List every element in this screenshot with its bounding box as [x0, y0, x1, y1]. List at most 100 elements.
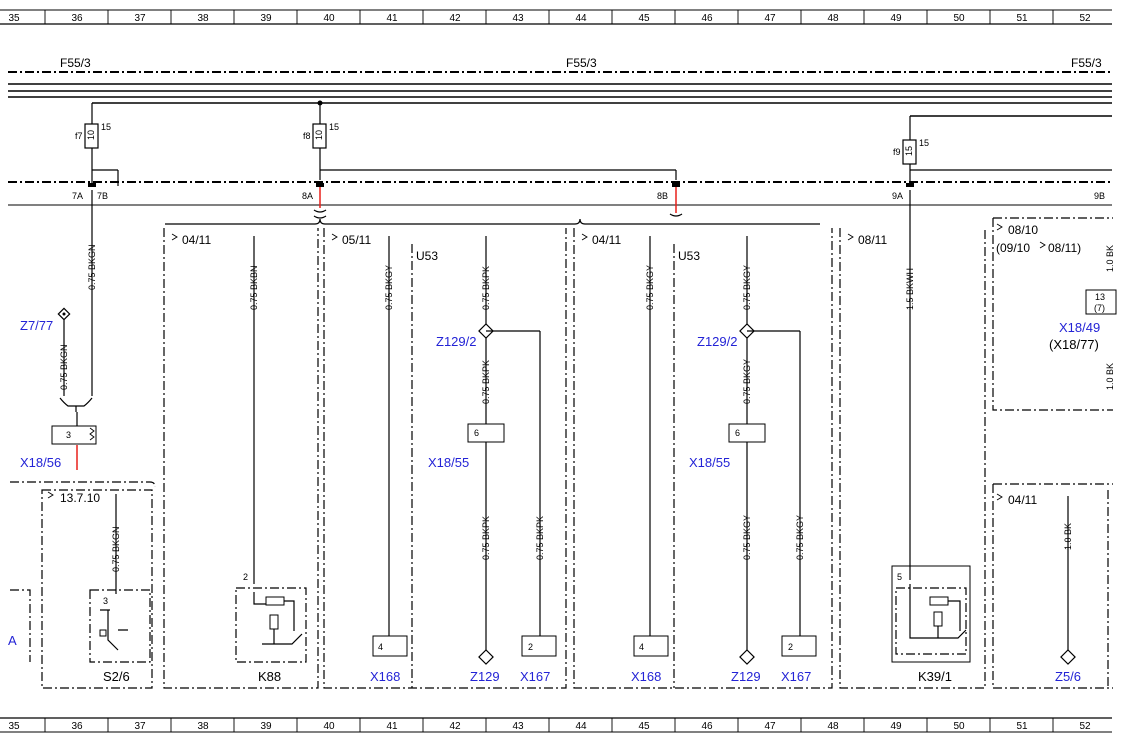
- wire-label: 1.0 BK: [1105, 245, 1115, 272]
- ruler-col: 43: [512, 13, 524, 24]
- ruler-col: 40: [323, 721, 335, 732]
- fuse-pin: 15: [329, 122, 339, 132]
- date-label: 04/11: [1008, 493, 1037, 507]
- pin-label: 5: [897, 572, 902, 582]
- x167-label: X167: [520, 669, 550, 684]
- ruler-col: 48: [827, 13, 839, 24]
- ruler-col: 35: [8, 721, 20, 732]
- s2-6-label: S2/6: [103, 669, 130, 684]
- ruler-col: 50: [953, 721, 965, 732]
- wire-label: 0.75 BKGY: [742, 359, 752, 404]
- ruler-col: 45: [638, 13, 650, 24]
- fuse-name: f7: [75, 131, 83, 141]
- wire-label: 0.75 BKPK: [481, 266, 491, 310]
- section-mid-left: 05/11 0.75 BKGY U53 4 X168 0.75 BKPK Z12…: [323, 228, 567, 689]
- ruler-col: 40: [323, 13, 335, 24]
- letter-a-label: A: [8, 633, 17, 648]
- pin-label: 4: [639, 642, 644, 652]
- date-label: 05/11: [342, 233, 371, 247]
- connector-strip: 7A 7B 8A 8B 9A 9B: [8, 181, 1112, 206]
- pin-label: 2: [788, 642, 793, 652]
- pin-label: 4: [378, 642, 383, 652]
- pin-label: 3: [66, 430, 71, 440]
- x18-49-label: X18/49: [1059, 320, 1100, 335]
- fuse-rating: 10: [86, 130, 96, 140]
- u53-label: U53: [416, 249, 438, 263]
- bus-label-left: F55/3: [60, 56, 91, 70]
- ruler-col: 39: [260, 13, 272, 24]
- date-label: 08/11): [1048, 241, 1081, 255]
- ruler-col: 52: [1079, 13, 1091, 24]
- ruler-col: 38: [197, 721, 209, 732]
- pin-label: 2: [243, 572, 248, 582]
- ruler-col: 36: [71, 721, 83, 732]
- wire-label: 0.75 BKPK: [535, 516, 545, 560]
- ruler-col: 47: [764, 13, 776, 24]
- z129-label: Z129: [470, 669, 500, 684]
- date-label: 04/11: [592, 233, 621, 247]
- connector-9b: 9B: [1094, 191, 1105, 201]
- wire-label: 0.75 BKGY: [795, 515, 805, 560]
- x168-label: X168: [631, 669, 661, 684]
- wire-label: 0.75 BKGY: [742, 265, 752, 310]
- wire-label: 0.75 BKGY: [742, 515, 752, 560]
- date-label: 13.7.10: [60, 491, 100, 505]
- section-right-bottom: 04/11 1.0 BK Z5/6: [992, 483, 1113, 689]
- date-label: (09/10: [996, 241, 1030, 255]
- x18-55-label: X18/55: [689, 455, 730, 470]
- red-wire-links: [76, 187, 677, 470]
- fuse-rating: 15: [904, 146, 914, 156]
- ruler-col: 41: [386, 721, 398, 732]
- ruler-col: 38: [197, 13, 209, 24]
- fuse-rating: 10: [314, 130, 324, 140]
- section-left: 0.75 BKGN Z7/77 0.75 BKGN 3 X18/56 13.7.…: [8, 190, 156, 689]
- ruler-col: 51: [1016, 13, 1028, 24]
- k88-label: K88: [258, 669, 281, 684]
- wire-label: 0.75 BKGN: [111, 526, 121, 572]
- fuse-name: f9: [893, 147, 901, 157]
- wire-label: 0.75 BKGN: [59, 344, 69, 390]
- ruler-col: 43: [512, 721, 524, 732]
- bottom-ruler: 35 36 37 38 39 40 41 42 43 44 45 46 47 4…: [0, 717, 1112, 733]
- section-k88: 04/11 0.75 BKBN 2 K88: [163, 228, 319, 689]
- fuse-pin: 15: [101, 122, 111, 132]
- x168-label: X168: [370, 669, 400, 684]
- ruler-col: 45: [638, 721, 650, 732]
- ruler-col: 39: [260, 721, 272, 732]
- wire-label: 0.75 BKPK: [481, 516, 491, 560]
- x18-56-label: X18/56: [20, 455, 61, 470]
- x18-77-label: (X18/77): [1049, 337, 1099, 352]
- wire-label: 1.0 BK: [1063, 523, 1073, 550]
- x18-55-label: X18/55: [428, 455, 469, 470]
- wire-label: 1.0 BK: [1105, 363, 1115, 390]
- connector-7b: 7B: [97, 191, 108, 201]
- date-label: 08/11: [858, 233, 887, 247]
- pin-label: (7): [1094, 303, 1105, 313]
- wire-label: 0.75 BKGY: [645, 265, 655, 310]
- ruler-col: 42: [449, 13, 461, 24]
- ruler-col: 49: [890, 721, 902, 732]
- connector-8b: 8B: [657, 191, 668, 201]
- ruler-col: 42: [449, 721, 461, 732]
- section-k39-1: 08/11 1.5 BKWH 5 K39/1: [839, 190, 986, 689]
- pin-label: 3: [103, 596, 108, 606]
- fuse-f7: 10 f7 15: [75, 103, 119, 186]
- ruler-col: 47: [764, 721, 776, 732]
- ruler-col: 37: [134, 721, 146, 732]
- fuse-f8: 10 f8 15: [303, 103, 677, 180]
- pin-label: 6: [735, 428, 740, 438]
- ruler-col: 50: [953, 13, 965, 24]
- fuse-box-bus: F55/3 F55/3 F55/3: [8, 56, 1112, 117]
- ruler-col: 49: [890, 13, 902, 24]
- ruler-col: 35: [8, 13, 20, 24]
- wire-label: 1.5 BKWH: [905, 268, 915, 310]
- pin-label: 13: [1095, 292, 1105, 302]
- k39-1-label: K39/1: [918, 669, 952, 684]
- connector-8a: 8A: [302, 191, 313, 201]
- z7-77-label: Z7/77: [20, 318, 53, 333]
- u53-label: U53: [678, 249, 700, 263]
- connector-7a: 7A: [72, 191, 83, 201]
- section-mid-right: 04/11 0.75 BKGY U53 4 X168 0.75 BKGY Z12…: [573, 228, 833, 689]
- fuse-name: f8: [303, 131, 311, 141]
